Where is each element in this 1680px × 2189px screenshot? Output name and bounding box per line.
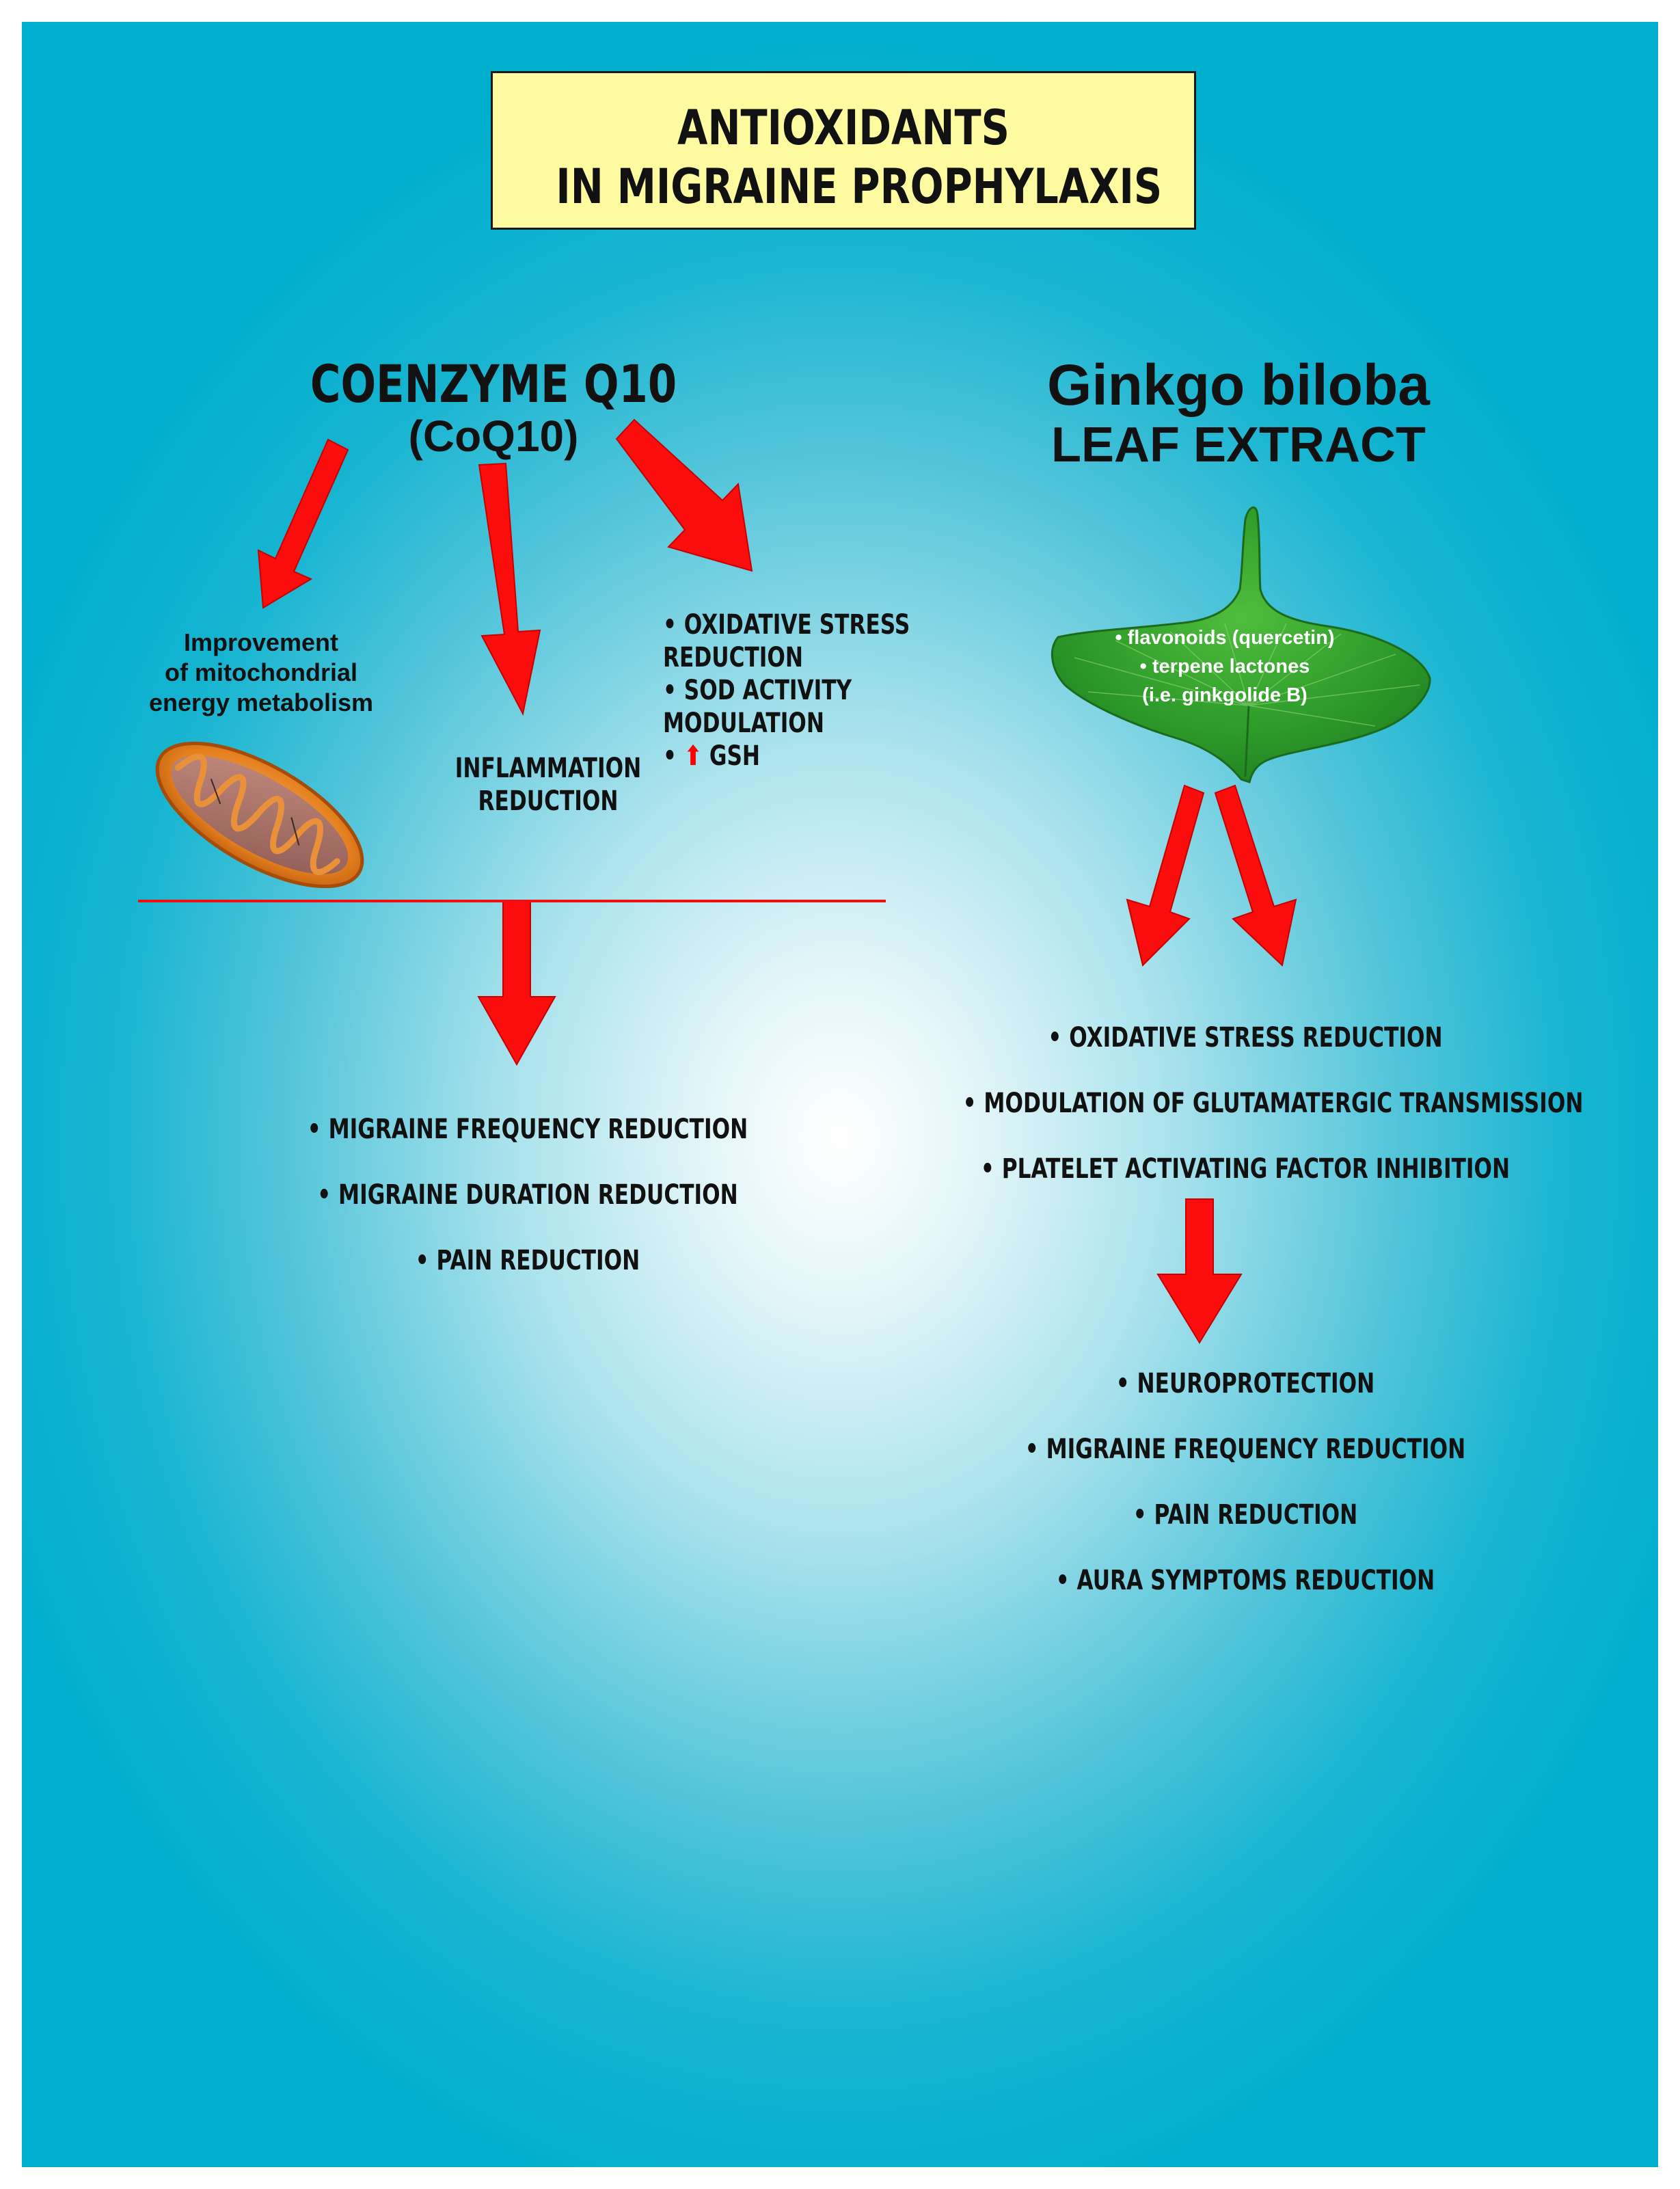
- ginkgo-title: Ginkgo biloba: [1047, 353, 1430, 417]
- mitochondria-illustration: [155, 741, 364, 889]
- arrow-ginkgo-right: [1214, 784, 1297, 967]
- title-line-2: IN MIGRAINE PROPHYLAXIS: [556, 159, 1163, 215]
- coq10-oxidative-line-4: MODULATION: [663, 708, 824, 739]
- mito-label-line-3: energy metabolism: [148, 688, 374, 716]
- mito-label-line-1: Improvement: [183, 628, 339, 656]
- coq10-oxidative-line-1: • OXIDATIVE STRESS: [663, 609, 910, 641]
- up-arrow-icon: ⬆: [683, 740, 702, 772]
- coq10-outcome-3: • PAIN REDUCTION: [415, 1245, 640, 1276]
- leaf-label-3: (i.e. ginkgolide B): [1142, 684, 1308, 706]
- inflammation-line-2: REDUCTION: [478, 785, 619, 817]
- bullet-dot: •: [663, 740, 677, 772]
- title-line-1: ANTIOXIDANTS: [677, 100, 1010, 156]
- coq10-oxidative-line-5: • ⬆ GSH: [663, 740, 951, 773]
- ginkgo-effect-2: • MODULATION OF GLUTAMATERGIC TRANSMISSI…: [962, 1088, 1584, 1119]
- coq10-oxidative-line-3: • SOD ACTIVITY: [663, 675, 852, 706]
- ginkgo-effect-3: • PLATELET ACTIVATING FACTOR INHIBITION: [980, 1153, 1510, 1185]
- ginkgo-outcome-2: • MIGRAINE FREQUENCY REDUCTION: [1025, 1434, 1466, 1465]
- title-box: ANTIOXIDANTS IN MIGRAINE PROPHYLAXIS: [491, 71, 1196, 230]
- gsh-label: GSH: [709, 740, 761, 772]
- arrow-coq10-to-inflammation: [478, 462, 541, 716]
- ginkgo-effect-1: • OXIDATIVE STRESS REDUCTION: [1048, 1022, 1443, 1053]
- coq10-title: COENZYME Q10: [310, 353, 677, 414]
- coq10-subtitle: (CoQ10): [408, 412, 579, 461]
- arrow-coq10-to-oxidative: [615, 418, 753, 572]
- arrow-coq10-to-mitochondria: [257, 438, 349, 609]
- arrow-ginkgo-to-outcomes: [1156, 1198, 1243, 1344]
- ginkgo-subtitle: LEAF EXTRACT: [1051, 418, 1426, 472]
- coq10-outcome-1: • MIGRAINE FREQUENCY REDUCTION: [307, 1114, 748, 1145]
- leaf-label-1: • flavonoids (quercetin): [1115, 627, 1335, 649]
- diagram-canvas: ANTIOXIDANTS IN MIGRAINE PROPHYLAXIS COE…: [22, 22, 1658, 2167]
- ginkgo-leaf-illustration: [1051, 506, 1431, 783]
- ginkgo-outcome-4: • AURA SYMPTOMS REDUCTION: [1055, 1565, 1435, 1596]
- arrow-coq10-to-outcomes: [477, 900, 556, 1066]
- arrow-ginkgo-left: [1126, 784, 1205, 967]
- coq10-oxidative-line-2: REDUCTION: [663, 642, 803, 673]
- ginkgo-outcome-3: • PAIN REDUCTION: [1133, 1499, 1358, 1531]
- inflammation-line-1: INFLAMMATION: [455, 753, 642, 784]
- mito-label-line-2: of mitochondrial: [165, 658, 357, 686]
- diagram-graphics: [138, 418, 1431, 1344]
- ginkgo-outcome-1: • NEUROPROTECTION: [1115, 1368, 1375, 1399]
- coq10-outcome-2: • MIGRAINE DURATION REDUCTION: [317, 1179, 738, 1211]
- leaf-label-2: • terpene lactones: [1139, 656, 1310, 677]
